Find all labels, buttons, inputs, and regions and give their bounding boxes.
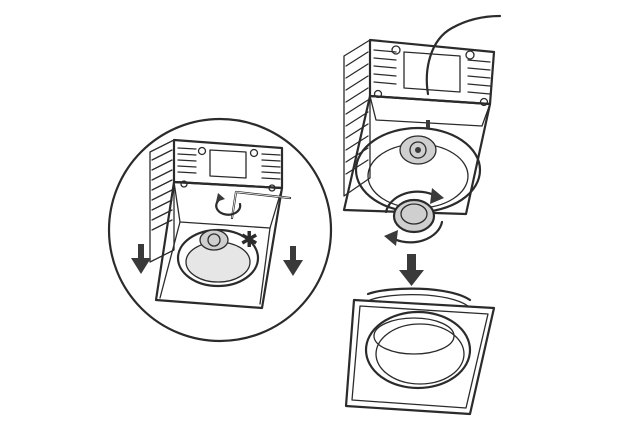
top-fins-icon: [177, 147, 281, 180]
screw-icon: [197, 146, 207, 156]
power-cable-icon: [425, 14, 502, 96]
screw-icon: [249, 148, 259, 158]
lamp-module-icon: [392, 198, 436, 234]
screw-icon: [479, 97, 489, 107]
annotation-asterisk: ✱: [240, 228, 258, 253]
housing-window: [403, 51, 461, 93]
socket-icon: [399, 120, 437, 165]
housing-detail-icon: ✱: [149, 138, 292, 310]
housing-body: [154, 180, 284, 310]
hex-key-icon: [230, 190, 292, 220]
housing-body: [342, 94, 492, 216]
trim-frame-icon: [344, 287, 496, 416]
screw-icon: [391, 45, 401, 55]
housing-main-icon: [342, 14, 502, 416]
rotate-arrow-icon: [215, 193, 242, 216]
top-fins-icon: [373, 49, 491, 95]
down-arrow-icon: [131, 244, 151, 274]
housing-window: [209, 149, 247, 179]
detail-circle: [107, 117, 333, 343]
rotate-arrow-icon: [384, 188, 444, 246]
reflector-icon: [176, 228, 260, 288]
detail-callout: ✱: [107, 117, 333, 343]
screw-icon: [465, 50, 475, 60]
down-arrow-icon: [283, 246, 303, 276]
screw-icon: [180, 180, 188, 188]
down-arrow-icon: [399, 254, 424, 286]
housing-top-face: [172, 138, 284, 190]
